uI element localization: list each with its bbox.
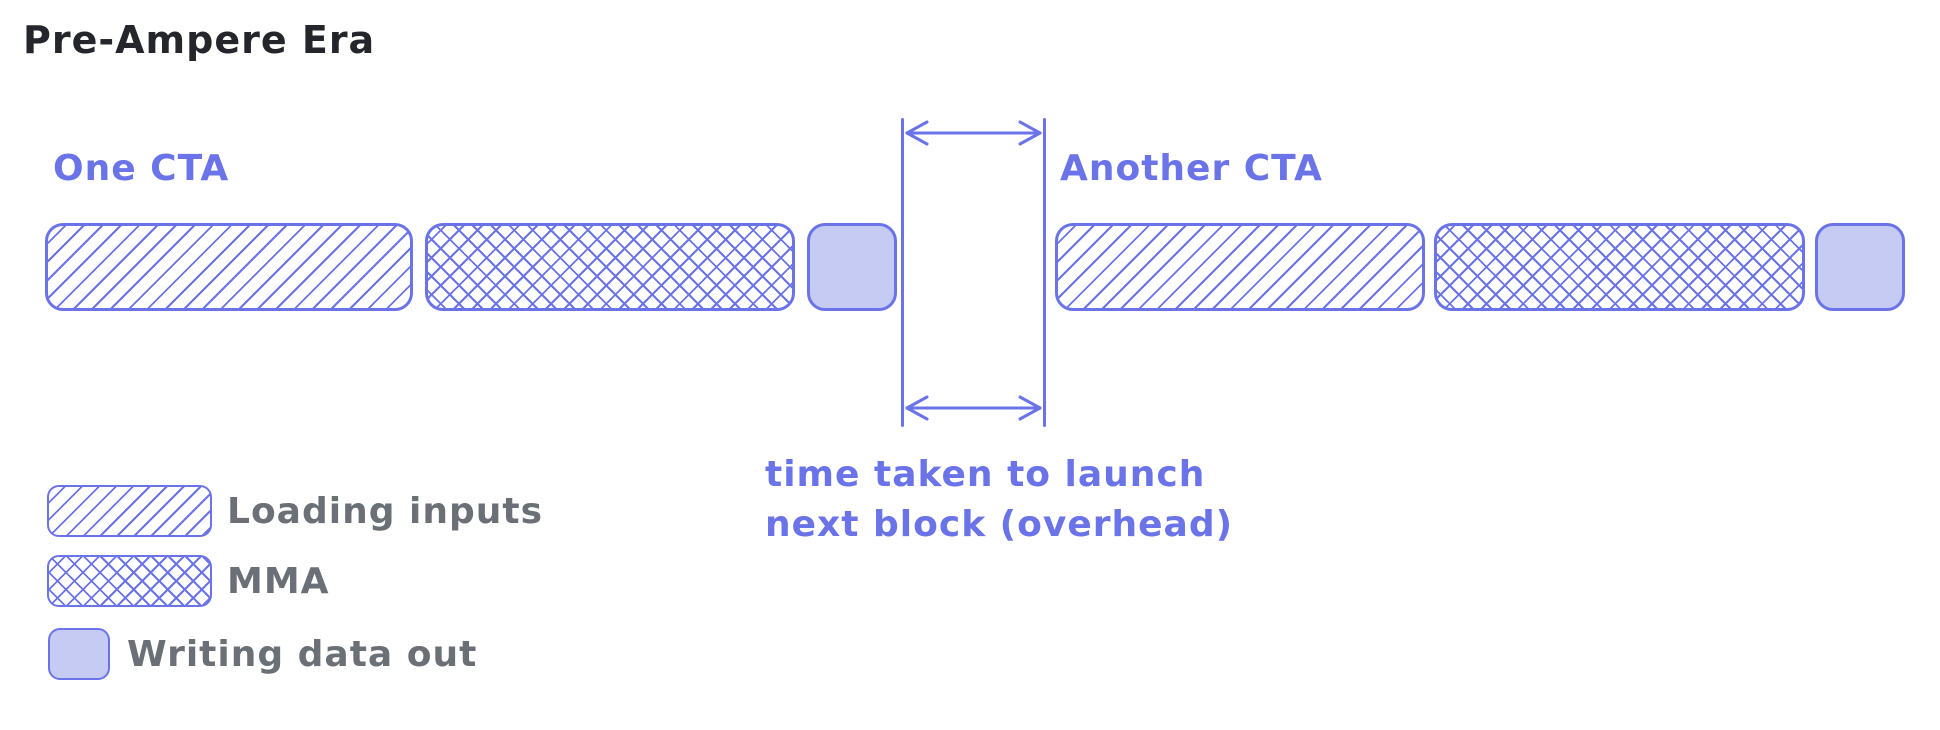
cta1-loading-block <box>45 223 413 311</box>
label-one-cta: One CTA <box>53 148 230 189</box>
label-another-cta: Another CTA <box>1060 148 1323 189</box>
legend-swatch-loading-inputs <box>47 485 212 537</box>
overhead-caption: time taken to launch next block (overhea… <box>765 450 1233 550</box>
diagram-title: Pre-Ampere Era <box>23 18 376 62</box>
overhead-guide-line-left <box>901 118 904 427</box>
overhead-double-arrow-top-icon <box>905 120 1042 146</box>
overhead-caption-line2: next block (overhead) <box>765 504 1234 545</box>
cta1-writeout-block <box>807 223 897 311</box>
overhead-caption-line1: time taken to launch <box>765 454 1206 495</box>
legend-swatch-writing-data-out <box>48 628 110 680</box>
legend-label-writing-data-out: Writing data out <box>127 633 478 675</box>
legend-label-mma: MMA <box>227 560 330 602</box>
legend-label-loading-inputs: Loading inputs <box>227 490 544 532</box>
overhead-guide-line-right <box>1043 118 1046 427</box>
legend-swatch-mma <box>47 555 212 607</box>
cta2-writeout-block <box>1815 223 1905 311</box>
cta2-loading-block <box>1055 223 1425 311</box>
overhead-double-arrow-bottom-icon <box>905 395 1042 421</box>
cta2-mma-block <box>1434 223 1805 311</box>
cta1-mma-block <box>425 223 795 311</box>
